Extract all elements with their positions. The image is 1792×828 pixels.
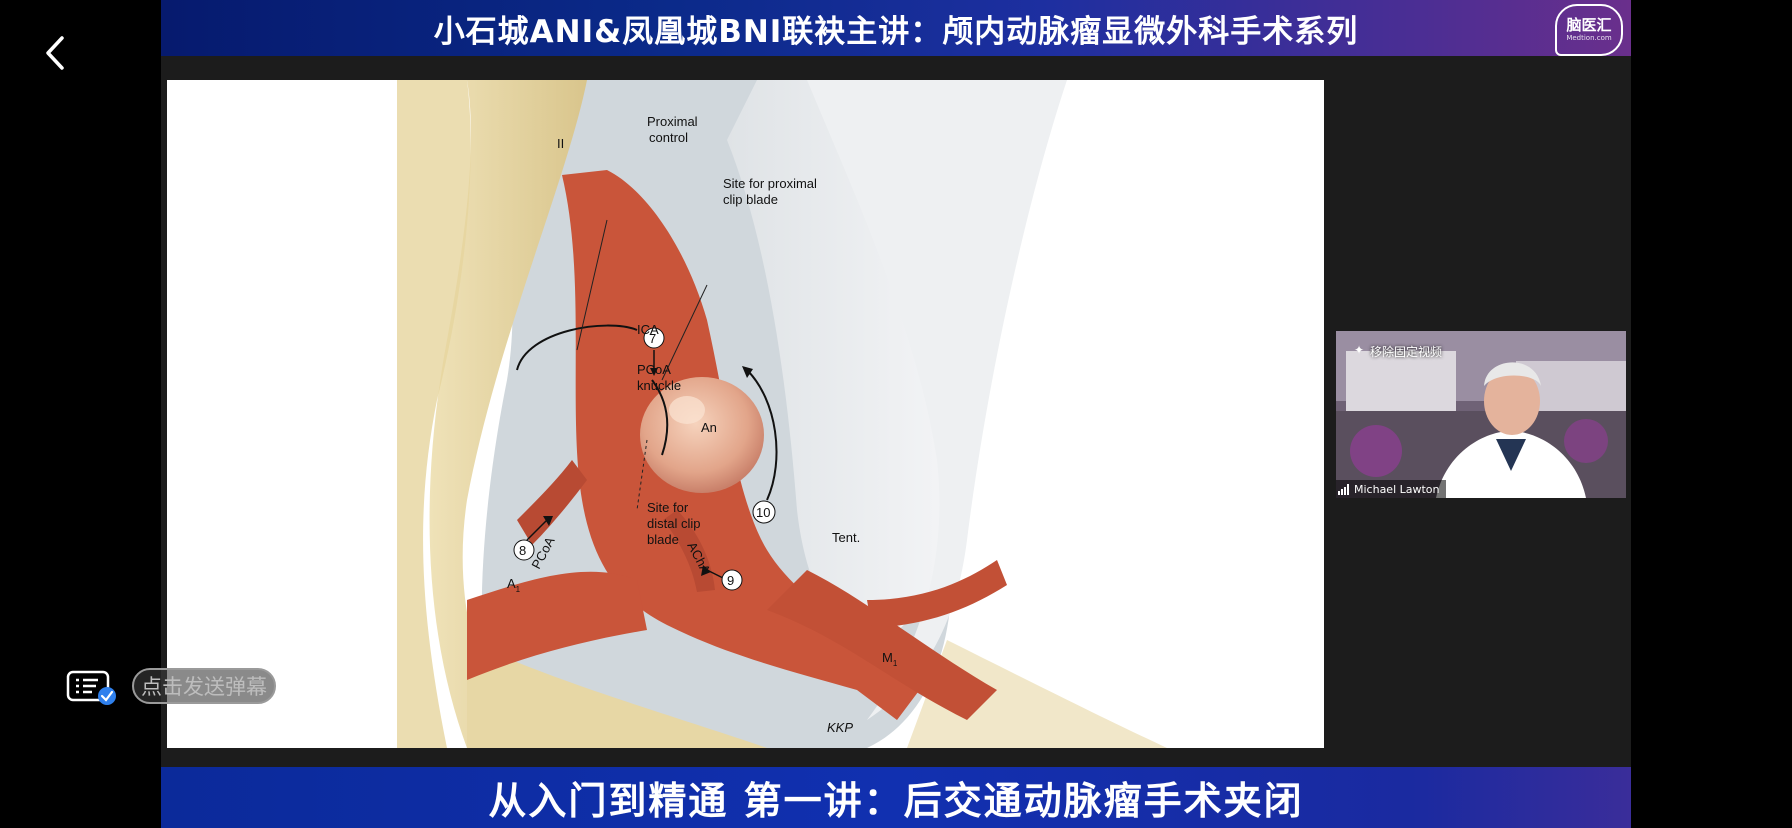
label-pcoa-knuckle-2: knuckle xyxy=(637,378,681,393)
label-site-distal-1: Site for xyxy=(647,500,689,515)
label-site-distal-3: blade xyxy=(647,532,679,547)
step-9: 9 xyxy=(727,573,734,588)
illustrator-signature: KKP xyxy=(827,720,853,735)
page-title: 小石城ANI&凤凰城BNI联袂主讲：颅内动脉瘤显微外科手术系列 xyxy=(433,13,1359,50)
label-tentorium: Tent. xyxy=(832,530,860,545)
signal-strength-icon xyxy=(1338,483,1349,495)
brand-logo-cn: 脑医汇 xyxy=(1566,16,1612,34)
lecture-subtitle: 从入门到精通 第一讲：后交通动脉瘤手术夹闭 xyxy=(488,779,1304,823)
slide-illustration: II Proximal control Site for proximal cl… xyxy=(167,80,1324,748)
danmaku-toggle-button[interactable] xyxy=(66,670,118,706)
back-button[interactable] xyxy=(36,30,76,76)
label-a1: A1 xyxy=(507,576,521,594)
label-site-distal-2: distal clip xyxy=(647,516,700,531)
chevron-left-icon xyxy=(46,36,64,70)
header-banner: 小石城ANI&凤凰城BNI联袂主讲：颅内动脉瘤显微外科手术系列 脑医汇 Medt… xyxy=(161,0,1631,56)
label-proximal-control-2: control xyxy=(649,130,688,145)
footer-banner: 从入门到精通 第一讲：后交通动脉瘤手术夹闭 xyxy=(161,767,1631,828)
speaker-name: Michael Lawton xyxy=(1354,482,1440,496)
label-optic-nerve: II xyxy=(557,136,564,151)
label-site-proximal-2: clip blade xyxy=(723,192,778,207)
label-pcoa-knuckle-1: PCoA xyxy=(637,362,671,377)
label-site-proximal-1: Site for proximal xyxy=(723,176,817,191)
pin-icon[interactable]: ✦ xyxy=(1354,343,1365,357)
speaker-name-tag: Michael Lawton xyxy=(1336,480,1446,498)
unpin-video-button[interactable]: 移除固定视频 xyxy=(1370,345,1443,359)
step-8: 8 xyxy=(519,543,526,558)
anatomy-drawing: II Proximal control Site for proximal cl… xyxy=(397,80,1167,748)
step-10: 10 xyxy=(756,505,770,520)
step-7: 7 xyxy=(649,331,656,346)
speaker-video-tile[interactable]: ✦ 移除固定视频 Michael Lawton xyxy=(1336,331,1626,498)
send-danmaku-button[interactable]: 点击发送弹幕 xyxy=(132,668,276,704)
label-aneurysm: An xyxy=(701,420,717,435)
brand-logo-en: Medtion.com xyxy=(1566,34,1612,42)
brand-logo: 脑医汇 Medtion.com xyxy=(1555,4,1623,56)
label-m1: M1 xyxy=(882,650,898,668)
label-ica: ICA xyxy=(637,322,659,337)
label-proximal-control-1: Proximal xyxy=(647,114,698,129)
danmaku-list-check-icon xyxy=(66,670,116,705)
